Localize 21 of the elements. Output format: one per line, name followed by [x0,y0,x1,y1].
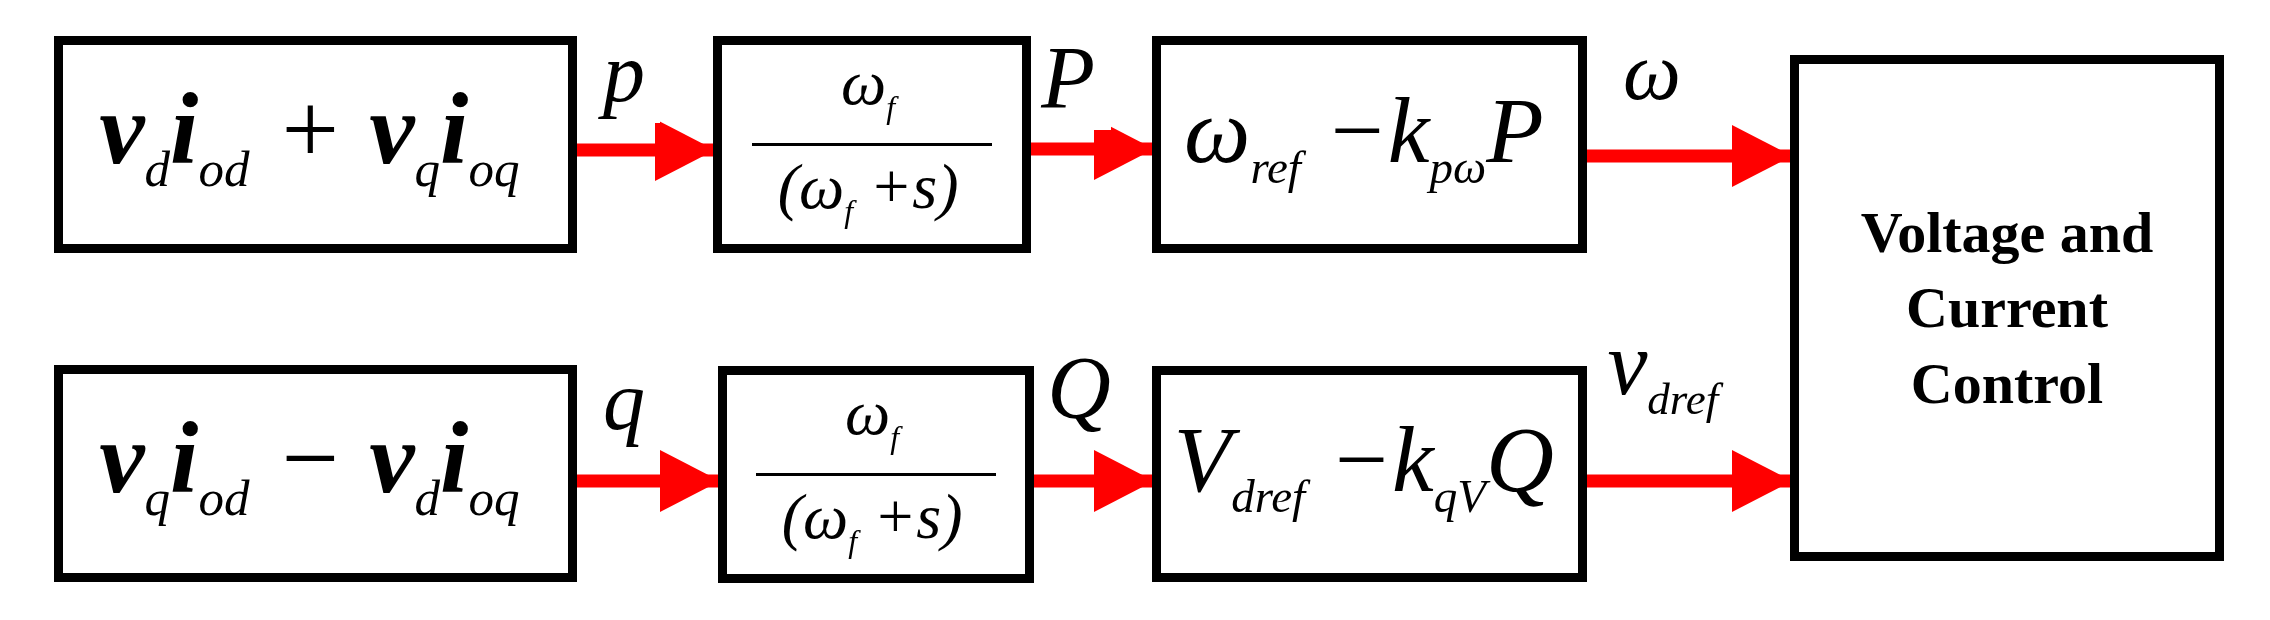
formula-text: v$_{q}$i$_{od}$ − v$_{d}$i$_{oq}$ [98,400,521,529]
formula-text: (ω$_{f}$ +s) [776,152,960,231]
transfer-block [54,36,577,253]
arrow [1587,450,1792,512]
block-label: Voltage and Current Control [1859,198,2155,418]
formula-text: V$_{dref}$ −k$_{qV}$Q [1172,406,1555,525]
arrow [577,450,720,512]
transfer-block [718,366,1034,583]
transfer-block [1152,36,1587,253]
formula-text: v$_{d}$i$_{od}$ + v$_{q}$i$_{oq}$ [98,71,521,200]
transfer-block [54,365,577,582]
formula-text: ω$_{f}$ [841,378,911,467]
formula-text: ω$_{ref}$ −k$_{pω}$P [1183,76,1545,195]
transfer-block [1152,366,1587,582]
arrow [577,119,715,181]
transfer-block [713,36,1031,253]
formula-text: (ω$_{f}$ +s) [780,482,964,561]
control-block [1790,55,2224,561]
arrow [1034,450,1154,512]
arrow [1587,125,1792,187]
formula-text: ω$_{f}$ [837,48,907,137]
